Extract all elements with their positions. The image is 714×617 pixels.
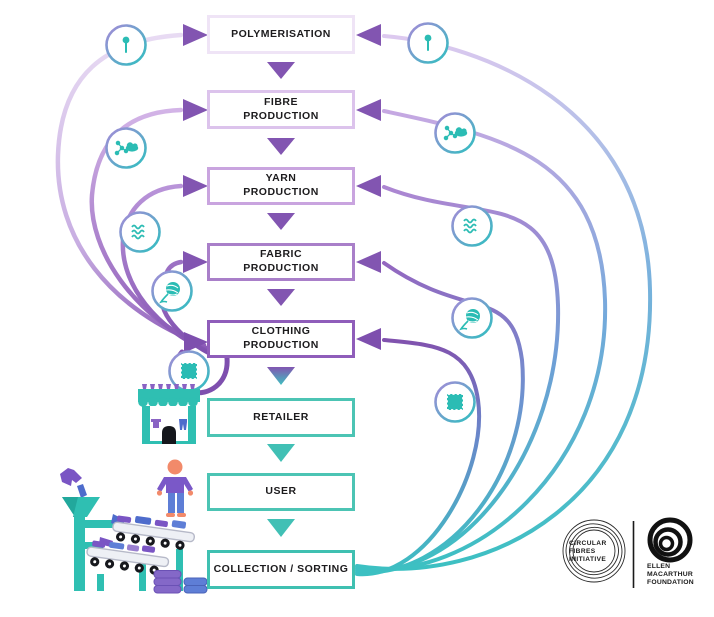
flow-step-retailer: RETAILER <box>207 398 355 437</box>
down-arrow-icon <box>267 138 295 155</box>
circular-fibres-initiative-logo-text: CIRCULAR FIBRES INITIATIVE <box>569 540 607 563</box>
circular-fibres-initiative-logo-mark <box>562 519 626 583</box>
user-person-icon <box>156 459 194 517</box>
sorting-facility-illustration <box>60 468 208 594</box>
textile-bales <box>153 570 208 594</box>
collection-recycling-loops <box>355 34 653 577</box>
conveyor-belt-upper <box>112 515 196 550</box>
down-arrow-icon <box>267 444 295 462</box>
right-return-arrowheads <box>356 24 381 350</box>
left-return-arrowheads <box>183 24 208 353</box>
flow-step-label: USER <box>265 485 297 498</box>
fabric-swatch-icon <box>434 381 476 423</box>
retailer-store-icon <box>138 384 200 444</box>
conveyor-belt-lower <box>86 540 170 575</box>
flow-step-user: USER <box>207 473 355 511</box>
flow-step-label: COLLECTION / SORTING <box>213 562 349 575</box>
fibre-waves-icon <box>451 205 493 247</box>
store-shirt <box>151 419 161 428</box>
fibre-waves-icon <box>119 211 161 253</box>
down-arrow-icon <box>267 289 295 306</box>
store-door <box>162 426 176 444</box>
down-arrow-icon <box>267 213 295 230</box>
down-arrow-icon <box>267 367 295 385</box>
store-trousers <box>179 419 187 430</box>
monomer-pin-icon <box>407 22 449 64</box>
monomer-pin-icon <box>105 24 147 66</box>
yarn-ball-icon <box>151 270 193 312</box>
flow-step-clothing-production: CLOTHING PRODUCTION <box>207 320 355 358</box>
down-arrows <box>267 62 295 537</box>
flow-step-yarn-production: YARN PRODUCTION <box>207 167 355 205</box>
flow-step-label: YARN PRODUCTION <box>243 172 319 198</box>
down-arrow-icon <box>267 62 295 79</box>
flow-step-fibre-production: FIBRE PRODUCTION <box>207 90 355 129</box>
flow-step-label: FABRIC PRODUCTION <box>243 248 319 274</box>
polymer-molecule-cloud-icon <box>105 127 147 169</box>
fabric-swatch-icon <box>168 350 210 392</box>
flow-step-polymerisation: POLYMERISATION <box>207 15 355 54</box>
flow-step-label: POLYMERISATION <box>231 27 331 40</box>
flow-step-fabric-production: FABRIC PRODUCTION <box>207 243 355 281</box>
flow-step-label: RETAILER <box>253 410 309 423</box>
ellen-macarthur-foundation-logo-mark <box>647 517 693 563</box>
flow-step-label: FIBRE PRODUCTION <box>243 95 319 122</box>
flow-step-label: CLOTHING PRODUCTION <box>243 325 319 351</box>
ellen-macarthur-foundation-logo-text: ELLEN MACARTHUR FOUNDATION <box>647 563 694 587</box>
polymer-molecule-cloud-icon <box>434 112 476 154</box>
down-arrow-icon <box>267 519 295 537</box>
flow-step-collection-sorting: COLLECTION / SORTING <box>207 550 355 589</box>
yarn-ball-icon <box>451 297 493 339</box>
